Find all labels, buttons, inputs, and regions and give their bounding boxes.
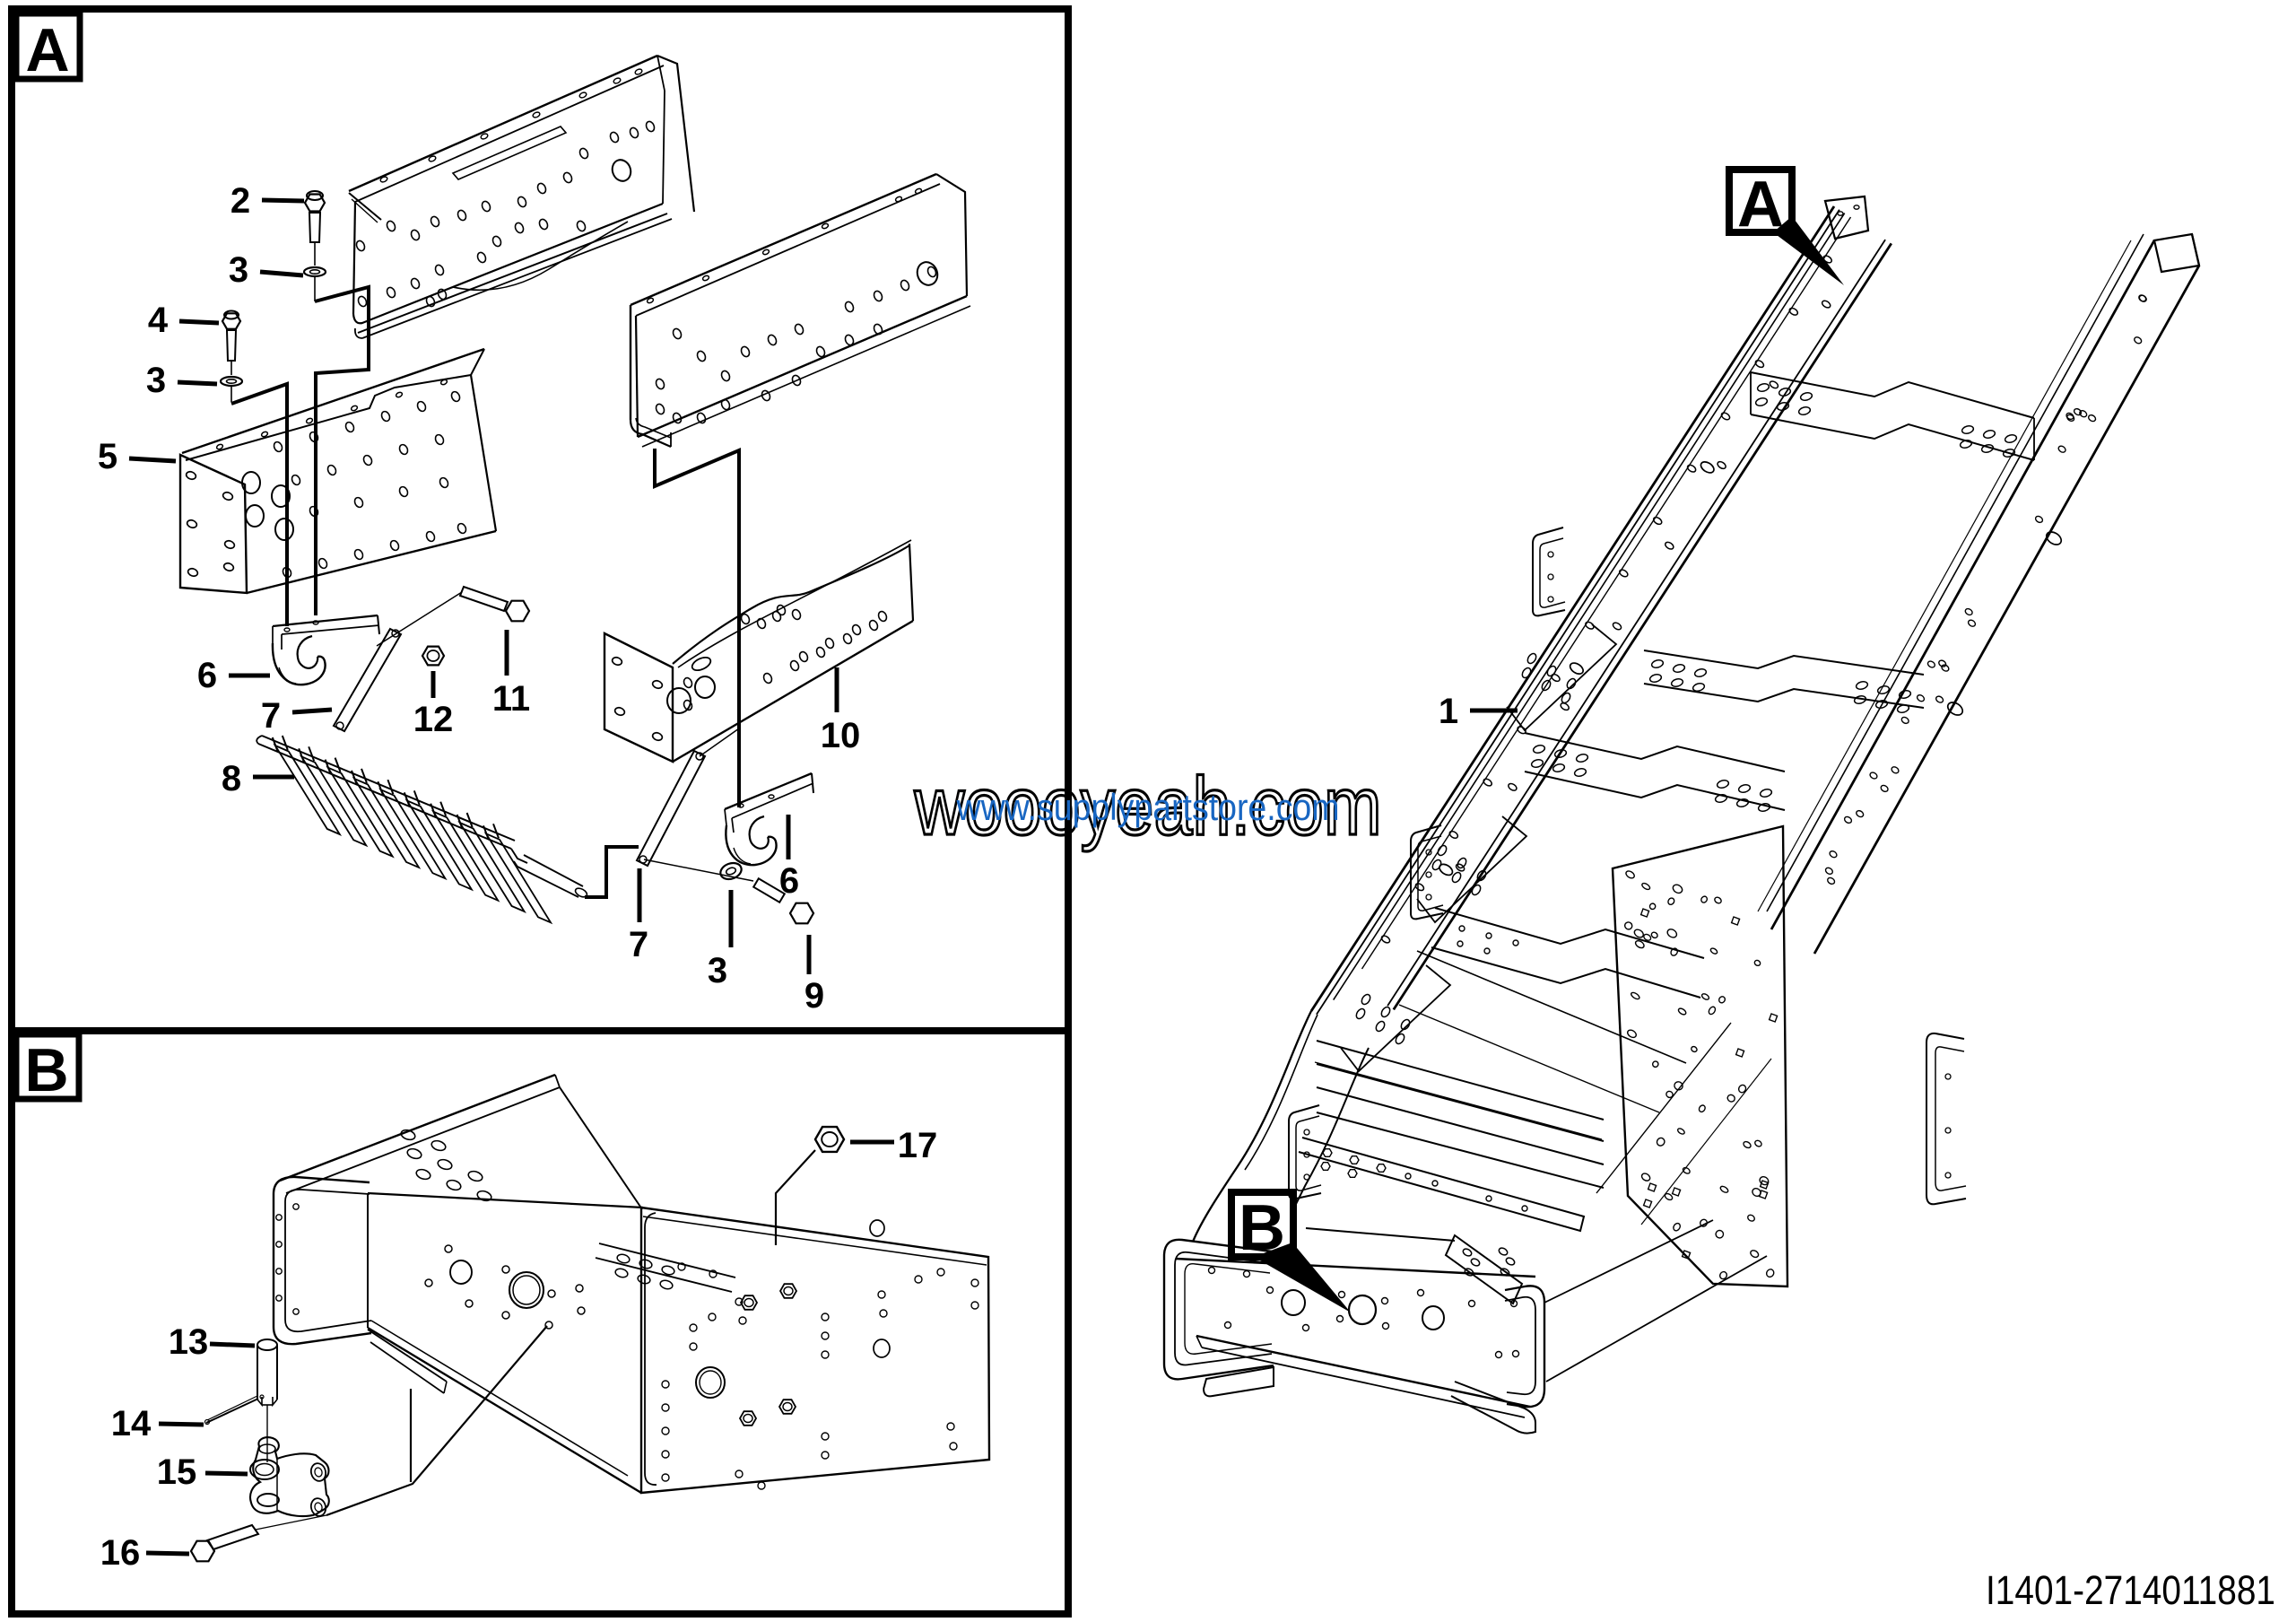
svg-text:I1401-2714011881: I1401-2714011881 bbox=[1986, 1567, 2275, 1613]
svg-text:3: 3 bbox=[229, 250, 248, 290]
svg-text:15: 15 bbox=[157, 1452, 197, 1492]
svg-text:B: B bbox=[24, 1036, 68, 1104]
svg-text:16: 16 bbox=[100, 1533, 141, 1573]
svg-text:8: 8 bbox=[222, 759, 241, 798]
svg-text:A: A bbox=[25, 16, 69, 84]
svg-text:7: 7 bbox=[261, 696, 281, 736]
svg-text:12: 12 bbox=[413, 700, 454, 739]
svg-text:17: 17 bbox=[898, 1126, 938, 1165]
svg-text:1: 1 bbox=[1439, 692, 1458, 731]
svg-text:www.supplypartstore.com: www.supplypartstore.com bbox=[956, 786, 1340, 828]
svg-text:11: 11 bbox=[492, 679, 530, 719]
svg-text:14: 14 bbox=[111, 1404, 152, 1443]
svg-text:3: 3 bbox=[708, 951, 727, 990]
svg-text:2: 2 bbox=[230, 181, 250, 221]
svg-text:4: 4 bbox=[148, 301, 169, 340]
svg-text:9: 9 bbox=[804, 976, 824, 1016]
svg-text:6: 6 bbox=[779, 861, 799, 901]
svg-text:7: 7 bbox=[629, 925, 648, 964]
svg-text:3: 3 bbox=[146, 361, 166, 400]
svg-text:A: A bbox=[1737, 169, 1784, 240]
svg-text:woooyeah.com: woooyeah.com bbox=[914, 761, 1382, 852]
svg-text:10: 10 bbox=[821, 716, 861, 755]
svg-text:5: 5 bbox=[98, 437, 117, 476]
svg-text:6: 6 bbox=[197, 656, 217, 695]
svg-text:13: 13 bbox=[169, 1322, 209, 1362]
